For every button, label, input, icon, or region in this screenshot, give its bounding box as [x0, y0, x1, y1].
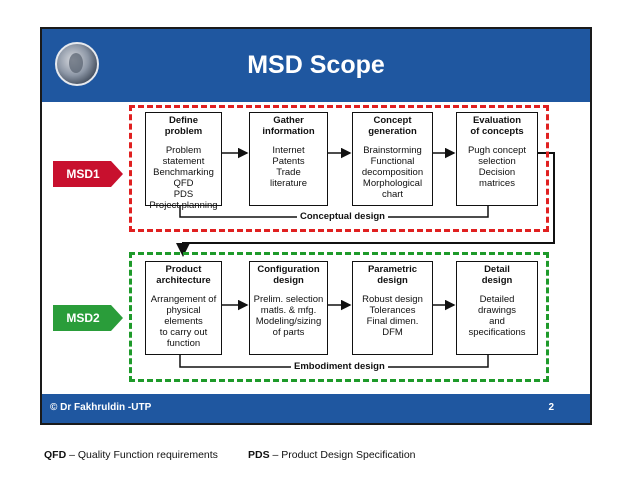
msd1-stage-label: MSD1 [53, 161, 123, 187]
box-product-architecture: Product architecture Arrangement of phys… [145, 261, 222, 355]
embodiment-design-frame [129, 252, 549, 382]
embodiment-design-label: Embodiment design [291, 361, 388, 372]
legend-qfd: QFD – Quality Function requirements [44, 449, 218, 461]
box-parametric-design: Parametric design Robust design Toleranc… [352, 261, 433, 355]
msd2-stage-label: MSD2 [53, 305, 123, 331]
box-configuration-design: Configuration design Prelim. selection m… [249, 261, 328, 355]
page-number: 2 [548, 402, 554, 413]
legend-pds: PDS – Product Design Specification [248, 449, 416, 461]
box-define-problem: Define problem Problem statement Benchma… [145, 112, 222, 211]
slide: MSD Scope MSD1 MSD2 Define probl [40, 27, 592, 425]
box-concept-generation: Concept generation Brainstorming Functio… [352, 112, 433, 206]
box-gather-information: Gather information Internet Patents Trad… [249, 112, 328, 206]
slide-title: MSD Scope [247, 51, 385, 79]
footer-credit: © Dr Fakhruldin -UTP [50, 402, 152, 413]
university-logo-icon [55, 42, 99, 86]
slide-footer: © Dr Fakhruldin -UTP 2 [42, 394, 590, 423]
conceptual-design-label: Conceptual design [297, 211, 388, 222]
box-evaluation-of-concepts: Evaluation of concepts Pugh concept sele… [456, 112, 538, 206]
conceptual-design-frame [129, 105, 549, 232]
box-detail-design: Detail design Detailed drawings and spec… [456, 261, 538, 355]
slide-header: MSD Scope [42, 29, 590, 102]
